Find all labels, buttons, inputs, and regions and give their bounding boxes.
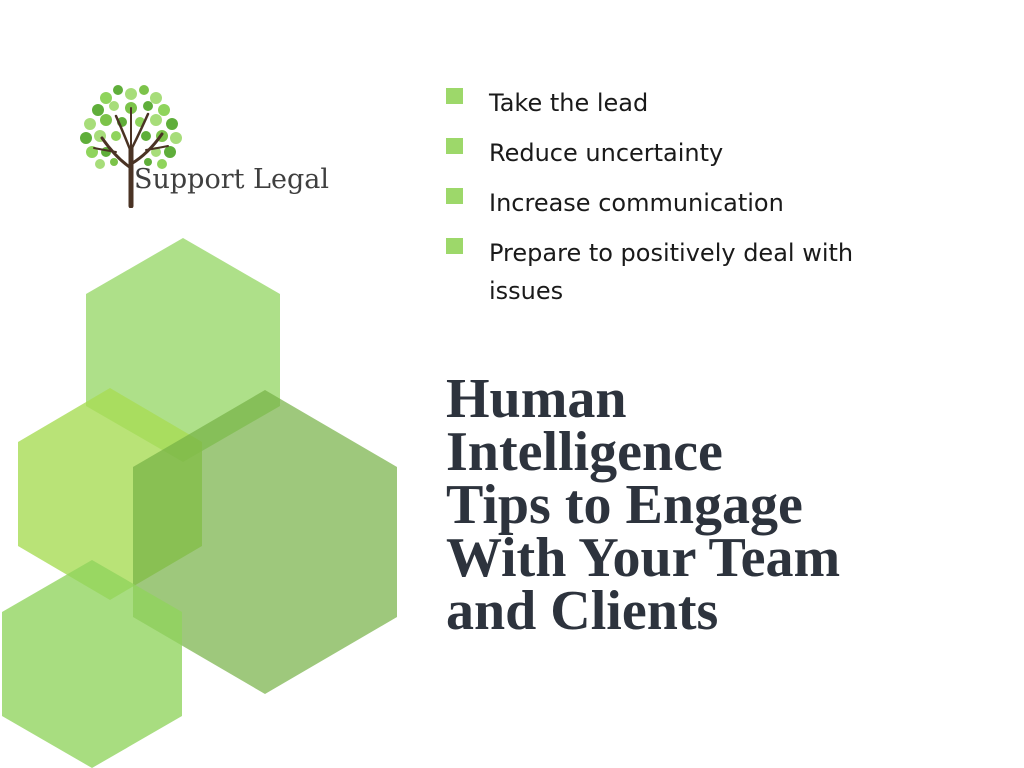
list-item: Increase communication	[446, 184, 906, 222]
title-line: Human	[446, 368, 627, 430]
list-item-label: Reduce uncertainty	[489, 139, 724, 167]
list-item: Prepare to positively deal with issues	[446, 234, 906, 310]
hexagon-bottom	[2, 560, 182, 768]
tips-list: Take the lead Reduce uncertainty Increas…	[446, 84, 906, 322]
title-line: Intelligence	[446, 421, 723, 483]
bullet-square-icon	[446, 238, 463, 254]
bullet-square-icon	[446, 88, 463, 104]
tree-leaves	[80, 85, 182, 169]
title-line: Tips to Engage	[446, 474, 803, 536]
bullet-square-icon	[446, 188, 463, 204]
list-item-label: Increase communication	[489, 189, 784, 217]
logo-text: Support Legal	[134, 164, 329, 195]
hexagon-large	[133, 390, 397, 694]
page-title: Human Intelligence Tips to Engage With Y…	[446, 368, 1006, 642]
support-legal-logo: Support Legal	[72, 70, 342, 210]
tree-trunk	[93, 107, 169, 208]
list-item: Take the lead	[446, 84, 906, 122]
list-item-label: Take the lead	[489, 89, 649, 117]
list-item: Reduce uncertainty	[446, 134, 906, 172]
bullet-square-icon	[446, 138, 463, 154]
list-item-label: Prepare to positively deal with issues	[489, 239, 854, 305]
tree-icon	[80, 85, 182, 208]
title-line: and Clients	[446, 580, 719, 642]
title-line: With Your Team	[446, 527, 841, 589]
